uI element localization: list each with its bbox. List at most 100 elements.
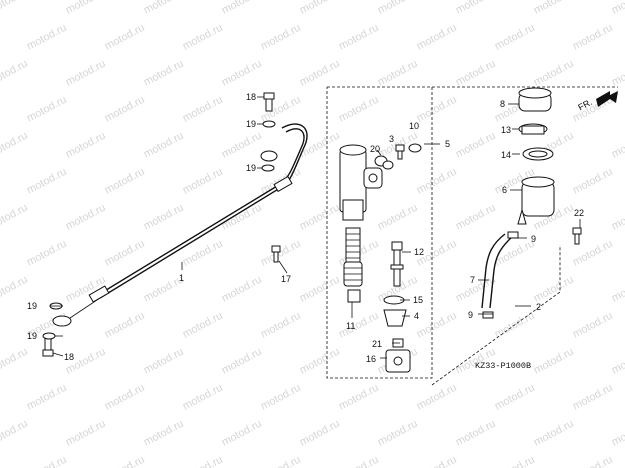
watermark-text: motod.ru [298, 58, 342, 89]
label-19-upper: 19 [246, 119, 256, 129]
label-12: 12 [414, 247, 424, 257]
watermark-text: motod.ru [103, 166, 147, 197]
watermark-text: motod.ru [103, 382, 147, 413]
label-9-upper: 9 [531, 234, 536, 244]
watermark-text: motod.ru [376, 58, 420, 89]
watermark-text: motod.ru [103, 94, 147, 125]
push-rod [390, 241, 404, 287]
banjo-bolt-upper [263, 92, 275, 112]
assembly-outline-right-lower [431, 245, 561, 386]
label-22: 22 [574, 208, 584, 218]
label-19-lower-b: 19 [27, 331, 37, 341]
label-2: 2 [536, 302, 541, 312]
watermark-text: motod.ru [454, 58, 498, 89]
label-17: 17 [281, 274, 291, 284]
watermark-text: motod.ru [571, 382, 615, 413]
watermark-text: motod.ru [103, 238, 147, 269]
watermark-text: motod.ru [181, 94, 225, 125]
watermark-text: motod.ru [103, 454, 147, 468]
watermark-text: motod.ru [142, 202, 186, 233]
watermark-text: motod.ru [64, 202, 108, 233]
label-7: 7 [470, 275, 475, 285]
watermark-text: motod.ru [181, 238, 225, 269]
watermark-text: motod.ru [454, 0, 498, 17]
diagram-code: KZ33-P1000B [475, 361, 531, 371]
hose-clip-9-a [507, 231, 519, 239]
reservoir-6 [517, 176, 555, 225]
label-11: 11 [346, 321, 355, 331]
screw-22 [572, 227, 582, 245]
front-arrow-icon [596, 91, 618, 107]
label-21: 21 [372, 339, 382, 349]
watermark-text: motod.ru [25, 22, 69, 53]
watermark-text: motod.ru [181, 166, 225, 197]
watermark-text: motod.ru [64, 418, 108, 449]
master-cylinder-body [339, 144, 383, 221]
label-1: 1 [179, 273, 184, 283]
watermark-text: motod.ru [0, 418, 30, 449]
watermark-text: motod.ru [220, 274, 264, 305]
watermark-text: motod.ru [415, 22, 459, 53]
watermark-text: motod.ru [532, 346, 576, 377]
watermark-text: motod.ru [0, 0, 30, 17]
watermark-text: motod.ru [493, 22, 537, 53]
watermark-text: motod.ru [610, 202, 625, 233]
watermark-text: motod.ru [298, 274, 342, 305]
plate-13 [518, 123, 548, 135]
washer-19-d [42, 332, 56, 340]
watermark-text: motod.ru [64, 58, 108, 89]
watermark-text: motod.ru [571, 22, 615, 53]
watermark-text: motod.ru [259, 454, 303, 468]
watermark-text: motod.ru [142, 58, 186, 89]
watermark-text: motod.ru [610, 346, 625, 377]
label-6: 6 [502, 185, 507, 195]
watermark-text: motod.ru [181, 22, 225, 53]
watermark-text: motod.ru [259, 382, 303, 413]
washer-19-a [262, 120, 276, 128]
reservoir-hose [481, 233, 514, 309]
watermark-text: motod.ru [571, 166, 615, 197]
watermark-text: motod.ru [103, 22, 147, 53]
watermark-text: motod.ru [220, 130, 264, 161]
watermark-text: motod.ru [25, 166, 69, 197]
brake-hose [52, 123, 308, 327]
hose-clip-9-b [482, 311, 494, 319]
label-20: 20 [370, 144, 380, 154]
label-19-lower-a: 19 [27, 301, 37, 311]
banjo-bolt-lower [42, 336, 54, 357]
watermark-text: motod.ru [454, 418, 498, 449]
watermark-text: motod.ru [571, 454, 615, 468]
watermark-text: motod.ru [610, 58, 625, 89]
watermark-text: motod.ru [25, 94, 69, 125]
watermark-text: motod.ru [454, 202, 498, 233]
watermark-text: motod.ru [142, 346, 186, 377]
watermark-text: motod.ru [64, 130, 108, 161]
watermark-text: motod.ru [259, 310, 303, 341]
watermark-text: motod.ru [532, 418, 576, 449]
boot-4 [383, 309, 407, 327]
watermark-text: motod.ru [337, 310, 381, 341]
callout-labels: 18 19 19 1 17 19 19 18 3 10 20 5 12 15 4… [27, 92, 594, 371]
watermark-text: motod.ru [298, 346, 342, 377]
watermark-text: motod.ru [415, 454, 459, 468]
watermark-text: motod.ru [64, 0, 108, 17]
watermark-text: motod.ru [0, 202, 30, 233]
watermark-text: motod.ru [337, 382, 381, 413]
watermark-text: motod.ru [220, 0, 264, 17]
leader-lines [50, 96, 581, 359]
watermark-text: motod.ru [610, 130, 625, 161]
clevis-joint [385, 338, 411, 373]
watermark-text: motod.ru [220, 418, 264, 449]
watermark-text: motod.ru [532, 274, 576, 305]
watermark-text: motod.ru [0, 58, 30, 89]
watermark-text: motod.ru [298, 0, 342, 17]
oring-20-b [382, 160, 394, 170]
watermark-text: motod.ru [0, 130, 30, 161]
watermark-text: motod.ru [259, 22, 303, 53]
watermark-text: motod.ru [415, 166, 459, 197]
watermark-text: motod.ru [610, 418, 625, 449]
watermark-text: motod.ru [532, 58, 576, 89]
bolt-17 [271, 245, 281, 263]
label-16: 16 [366, 354, 376, 364]
